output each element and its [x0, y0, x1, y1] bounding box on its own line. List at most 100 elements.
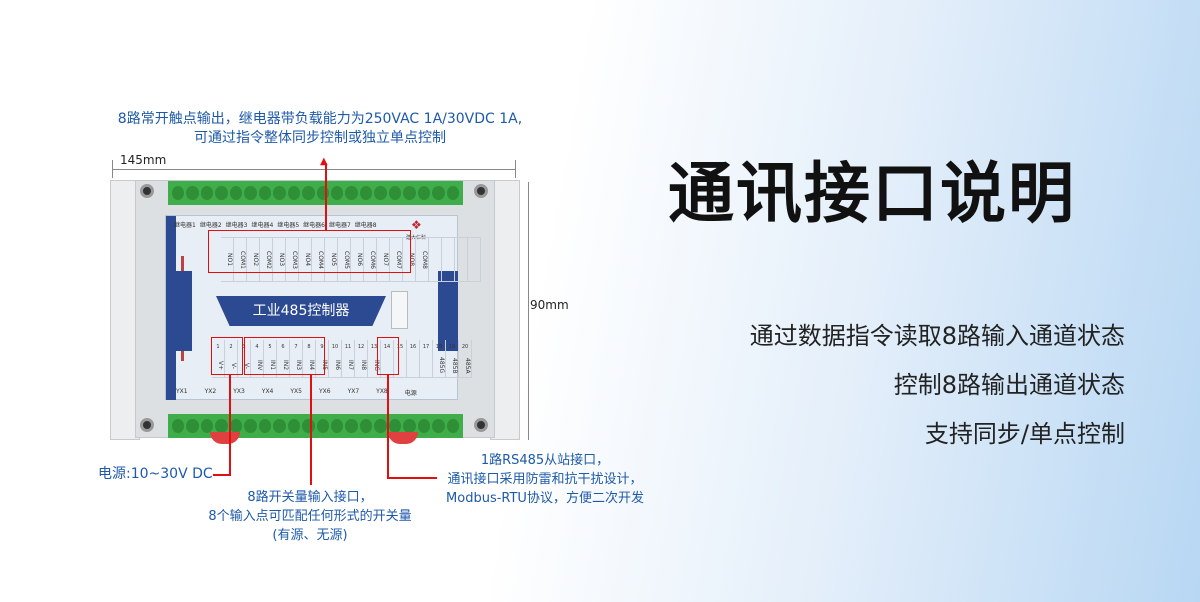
indicator-label: YX1 [176, 388, 188, 395]
terminal-label [455, 238, 468, 281]
relay-label: 继电器2 [199, 222, 222, 229]
arrow-up-icon: ▲ [320, 156, 328, 167]
terminal-label: NO4 [299, 238, 312, 281]
terminal-label: V+ [212, 354, 225, 377]
terminal-label [442, 238, 455, 281]
rs485-annotation: 1路RS485从站接口， 通讯接口采用防雷和抗干扰设计， Modbus-RTU协… [430, 451, 660, 508]
terminal-screw-icon [374, 186, 387, 200]
terminal-label: 485B [446, 354, 459, 377]
power-pointer-line [229, 375, 231, 476]
terminal-screw-icon [244, 186, 257, 200]
input-pointer-line [310, 375, 312, 485]
rs485-highlight [377, 337, 399, 375]
annotation-line: 通讯接口采用防雷和抗干扰设计， [447, 472, 643, 487]
terminal-screw-icon [215, 419, 228, 433]
annotation-line: Modbus-RTU协议，方便二次开发 [446, 491, 644, 506]
input-annotation: 8路开关量输入接口， 8个输入点可匹配任何形式的开关量 (有源、无源) [190, 488, 430, 545]
right-tab [438, 271, 458, 351]
power-annotation: 电源:10~30V DC [98, 466, 213, 482]
annotation-line: 8路开关量输入接口， [247, 490, 373, 505]
relay-output-annotation: 8路常开触点输出，继电器带负载能力为250VAC 1A/30VDC 1A, 可通… [90, 110, 550, 148]
terminal-screw-icon [330, 186, 344, 200]
relay-label: 继电器3 [225, 222, 248, 229]
terminal-number: 19 [446, 340, 459, 354]
feature-1: 通过数据指令读取8路输入通道状态 [749, 322, 1125, 350]
terminal-screw-icon [432, 419, 445, 433]
power-pointer-line [213, 474, 231, 476]
terminal-label: COM4 [312, 238, 325, 281]
terminal-screw-icon [345, 419, 358, 433]
terminal-number: 12 [355, 340, 368, 354]
terminal-screw-icon [287, 419, 301, 433]
terminal-screw-icon [446, 186, 460, 200]
terminal-number: 9 [316, 340, 329, 354]
terminal-label: IN1 [264, 354, 277, 377]
din-clip [388, 432, 418, 444]
terminal-screw-icon [417, 186, 431, 200]
indicator-label: 电源 [404, 390, 417, 397]
terminal-number: 14 [381, 340, 394, 354]
terminal-screw-icon [302, 419, 315, 433]
annotation-line: 可通过指令整体同步控制或独立单点控制 [194, 130, 446, 146]
relay-label: 继电器5 [277, 222, 300, 229]
relay-output-highlight [208, 230, 411, 273]
terminal-number: 4 [251, 340, 264, 354]
terminal-label: COM1 [234, 238, 247, 281]
input-highlight [244, 337, 325, 375]
terminal-label: NO8 [403, 238, 416, 281]
terminal-label: INV [251, 354, 264, 377]
height-dimension-line [528, 182, 529, 440]
relay-label: 继电器4 [251, 222, 274, 229]
terminal-screw-icon [273, 186, 286, 200]
product-name: 工业485控制器 [216, 296, 386, 326]
rs485-pointer-line [387, 375, 389, 479]
terminal-screw-icon [258, 186, 272, 200]
terminal-label: NO2 [247, 238, 260, 281]
terminal-screw-icon [388, 186, 402, 200]
terminal-label: COM6 [364, 238, 377, 281]
indicator-label: YX7 [347, 388, 360, 395]
terminal-label: NO6 [351, 238, 364, 281]
terminal-number: 2 [225, 340, 238, 354]
terminal-label [394, 354, 407, 377]
panel-edge [166, 216, 176, 400]
screw-icon [140, 184, 154, 198]
terminal-label [420, 354, 433, 377]
terminal-label [407, 354, 420, 377]
terminal-label: IN8 [355, 354, 368, 377]
terminal-screw-icon [316, 419, 329, 433]
brand-logo-icon: ❖ [411, 218, 422, 232]
top-terminal-block [168, 181, 463, 205]
relay-label: 继电器6 [303, 222, 325, 229]
terminal-label: ING [368, 354, 381, 377]
indicator-label: YX3 [233, 388, 245, 395]
terminal-screw-icon [302, 186, 315, 200]
terminal-label: IN6 [329, 354, 342, 377]
power-highlight [211, 337, 243, 375]
terminal-label: NO3 [273, 238, 286, 281]
terminal-screw-icon [172, 419, 185, 433]
terminal-screw-icon [200, 419, 214, 433]
terminal-number: 16 [407, 340, 420, 354]
terminal-screw-icon [186, 186, 199, 200]
terminal-screw-icon [403, 419, 416, 433]
terminal-screw-icon [229, 186, 243, 200]
terminal-screw-icon [200, 186, 214, 200]
terminal-screw-icon [330, 419, 344, 433]
terminal-label: NO1 [221, 238, 234, 281]
annotation-line: 8个输入点可匹配任何形式的开关量 [208, 509, 412, 524]
terminal-label: COM3 [286, 238, 299, 281]
terminal-label: IN3 [290, 354, 303, 377]
width-dimension: 145mm [120, 153, 167, 167]
terminal-label: NO7 [377, 238, 390, 281]
terminal-screw-icon [359, 419, 373, 433]
terminal-screw-icon [446, 419, 460, 433]
relay-label: 继电器1 [174, 222, 196, 229]
terminal-number: 11 [342, 340, 355, 354]
indicator-label: YX2 [204, 388, 217, 395]
terminal-label: 485G [433, 354, 446, 377]
terminal-label [429, 238, 442, 281]
terminal-number: 15 [394, 340, 407, 354]
terminal-label: COM7 [390, 238, 403, 281]
